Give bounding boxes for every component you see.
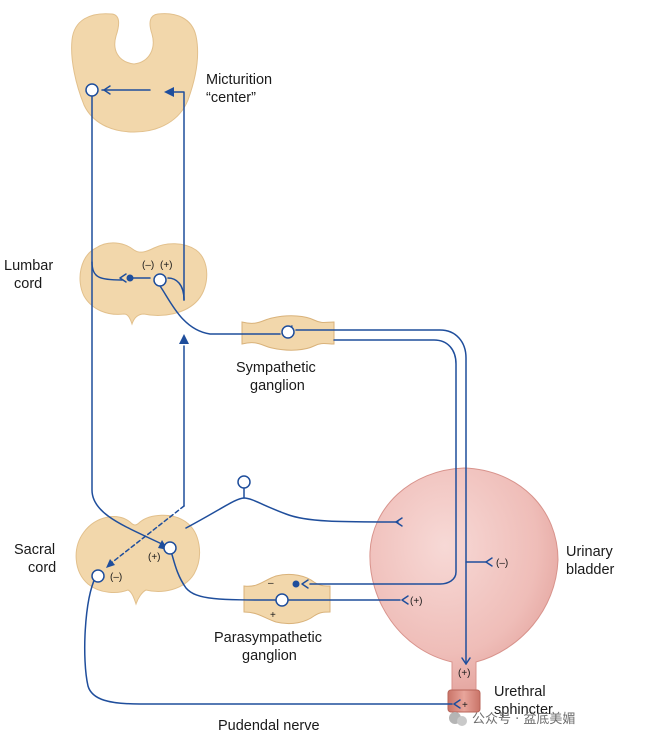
synapse-fork: [395, 517, 403, 527]
sign-bladder-plus: (+): [410, 596, 423, 607]
arrow-up-icon: [179, 334, 189, 344]
neuron-ganglion-inhibitory: [292, 580, 300, 588]
label-micturition: Micturition: [206, 72, 272, 88]
neuron-sacral: [163, 541, 177, 555]
neuron-micturition-center: [85, 83, 99, 97]
lumbar-input: [167, 277, 185, 301]
sign-sphincter-plus: +: [462, 700, 468, 711]
parasympathetic-preganglionic: [169, 547, 277, 601]
arrow-dashed-icon: [106, 559, 115, 568]
label-urethral-sphincter: sphincter: [494, 702, 553, 718]
synapse-fork: [401, 595, 409, 605]
bladder-afferent: [185, 497, 399, 529]
sign-lumbar-plus: (+): [160, 260, 173, 271]
sacral-cord: [75, 514, 201, 606]
label-parasympathetic-ganglion: ganglion: [242, 648, 297, 664]
label-pudendal-nerve: Pudendal nerve: [218, 718, 320, 734]
label-sacral-cord: cord: [28, 560, 56, 576]
ascending-pathway-upper: [171, 91, 185, 301]
neuron-sacral-pudendal: [91, 569, 105, 583]
label-lumbar: Lumbar: [4, 258, 53, 274]
arrow-left-icon: [164, 87, 174, 97]
neuron-sympathetic-ganglion: [281, 325, 295, 339]
pudendal-nerve: [83, 575, 453, 705]
label-lumbar-cord: cord: [14, 276, 42, 292]
synapse-fork: [301, 579, 309, 589]
urinary-bladder: [369, 467, 559, 691]
lumbar-branch: [91, 261, 123, 281]
sign-bladder-minus: (–): [496, 558, 508, 569]
synapse-fork: [461, 657, 471, 665]
label-sympathetic: Sympathetic: [236, 360, 316, 376]
synapse-fork: [119, 273, 127, 283]
synapse-fork: [103, 85, 111, 95]
sign-ganglion-plus: +: [270, 610, 276, 621]
lumbar-cord: [79, 242, 208, 326]
label-sacral: Sacral: [14, 542, 55, 558]
label-urinary-bladder: bladder: [566, 562, 615, 578]
label-urethral: Urethral: [494, 684, 546, 700]
urethral-sphincter: [447, 689, 481, 713]
synapse-fork: [453, 699, 461, 709]
neuron-afferent: [237, 475, 251, 489]
sympathetic-ganglion-bypass: [309, 339, 457, 585]
sign-sacral-plus: (+): [148, 552, 161, 563]
label-urinary: Urinary: [566, 544, 613, 560]
sympathetic-postganglionic: [295, 329, 467, 665]
descending-pathway: [91, 91, 171, 549]
afferent-dashed: [109, 505, 185, 565]
synapse-fork: [485, 557, 493, 567]
sympathetic-preganglionic: [159, 285, 281, 335]
label-sympathetic-ganglion: ganglion: [250, 378, 305, 394]
sign-neck-plus: (+): [458, 668, 471, 679]
label-parasympathetic: Parasympathetic: [214, 630, 322, 646]
watermark: 公众号 · 盆底美媚: [449, 711, 575, 727]
neuron-lumbar-interneuron: [126, 274, 134, 282]
micturition-center-cord: [71, 13, 199, 133]
neuron-parasympathetic-ganglion: [275, 593, 289, 607]
neuron-lumbar: [153, 273, 167, 287]
wechat-icon-bubble: [457, 716, 467, 726]
label-micturition-center: “center”: [206, 90, 256, 106]
sign-ganglion-minus: –: [268, 578, 274, 589]
sign-lumbar-minus: (–): [142, 260, 154, 271]
sign-sacral-minus: (–): [110, 572, 122, 583]
watermark-text: 公众号 · 盆底美媚: [472, 711, 575, 727]
